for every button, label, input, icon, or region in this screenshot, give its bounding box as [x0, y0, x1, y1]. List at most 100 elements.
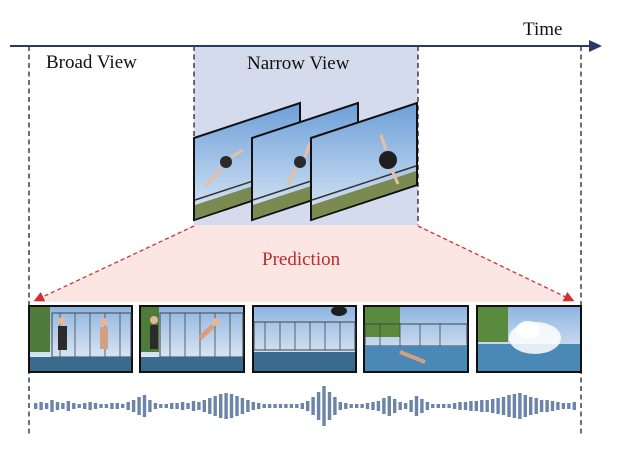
waveform-bar [561, 403, 566, 409]
waveform-bar [496, 398, 500, 414]
waveform-bar [159, 404, 163, 408]
waveform-bar [550, 401, 555, 411]
waveform-bar [300, 403, 304, 409]
narrow-view-label: Narrow View [247, 53, 350, 74]
waveform-bar [344, 403, 348, 409]
waveform-bar [316, 392, 321, 420]
waveform-bar [355, 404, 359, 408]
waveform-bar [414, 396, 419, 416]
waveform-bar [403, 403, 408, 409]
waveform-bar [153, 403, 158, 409]
time-axis-label: Time [523, 19, 563, 40]
waveform-bar [121, 404, 125, 408]
timeline-arrowhead [589, 40, 602, 52]
prediction-arrow-left [33, 225, 195, 302]
waveform-bar [284, 404, 288, 408]
waveform-bar [420, 399, 424, 413]
broad-frame-2 [139, 305, 245, 373]
waveform-bar [191, 401, 196, 411]
waveform-bar [431, 404, 435, 408]
waveform-bar [311, 397, 315, 415]
waveform-bar [452, 403, 457, 409]
waveform-bar [142, 395, 147, 417]
waveform-bar [398, 402, 402, 410]
waveform-bar [523, 395, 527, 417]
waveform-bar [447, 404, 451, 408]
waveform-bar [393, 399, 397, 413]
waveform-bar [93, 403, 98, 409]
waveform-bar [295, 404, 299, 408]
waveform-bar [556, 402, 560, 410]
waveform-bar [501, 397, 506, 415]
waveform-bar [197, 402, 201, 410]
broad-frame-3 [252, 305, 357, 373]
waveform-bar [66, 401, 70, 411]
waveform-bar [534, 398, 538, 414]
waveform-bar [262, 404, 266, 408]
broad-view-label: Broad View [46, 52, 137, 73]
waveform-bar [137, 397, 141, 415]
waveform-bar [458, 402, 462, 410]
waveform-bar [148, 400, 152, 412]
waveform-bar [306, 401, 310, 411]
broad-frame-5 [476, 305, 582, 373]
waveform-bar [104, 404, 109, 408]
waveform-bar [376, 401, 381, 411]
waveform-bar [50, 400, 54, 412]
waveform-bar [170, 403, 174, 409]
waveform-bar [480, 400, 484, 412]
waveform-bar [208, 398, 212, 414]
waveform-bar [115, 403, 119, 409]
waveform-bar [213, 396, 217, 416]
waveform-bar [186, 403, 190, 409]
waveform-bar [518, 393, 522, 419]
broad-frame-4 [363, 305, 469, 373]
waveform-bar [409, 400, 413, 412]
waveform-bar [77, 404, 81, 408]
waveform-bar [267, 404, 272, 408]
waveform-bar [512, 394, 517, 418]
waveform-bar [278, 404, 283, 408]
waveform-bar [491, 399, 495, 413]
waveform-bar [246, 400, 250, 412]
narrow-frame-3 [310, 101, 418, 222]
waveform-bar [88, 402, 92, 410]
waveform-bar [55, 402, 60, 410]
prediction-label: Prediction [262, 249, 341, 270]
waveform-bar [39, 402, 43, 410]
waveform-bar [539, 400, 544, 412]
waveform-bar [257, 403, 261, 409]
waveform-bar [485, 400, 489, 412]
audio-waveform [34, 386, 576, 426]
waveform-bar [382, 398, 386, 414]
waveform-bar [180, 402, 185, 410]
waveform-bar [469, 401, 473, 411]
waveform-bar [219, 394, 223, 418]
waveform-bar [175, 403, 179, 409]
waveform-bar [371, 402, 375, 410]
waveform-bar [251, 402, 255, 410]
waveform-bar [322, 386, 326, 426]
waveform-bar [131, 400, 136, 412]
waveform-bar [349, 404, 353, 408]
waveform-bar [44, 403, 49, 409]
waveform-bar [99, 404, 103, 408]
waveform-bar [333, 397, 337, 415]
waveform-bar [463, 402, 468, 410]
waveform-bar [126, 402, 130, 410]
waveform-bar [229, 394, 234, 418]
waveform-bar [360, 404, 364, 408]
waveform-bar [442, 404, 446, 408]
broad-frame-1 [28, 305, 133, 373]
waveform-bar [202, 400, 206, 412]
waveform-bar [567, 403, 571, 409]
waveform-bar [425, 402, 430, 410]
waveform-bar [436, 404, 440, 408]
waveform-bar [224, 393, 228, 419]
waveform-bar [273, 404, 277, 408]
waveform-bar [110, 403, 114, 409]
waveform-bar [545, 400, 549, 412]
waveform-bar [338, 402, 342, 410]
waveform-bar [507, 395, 511, 417]
